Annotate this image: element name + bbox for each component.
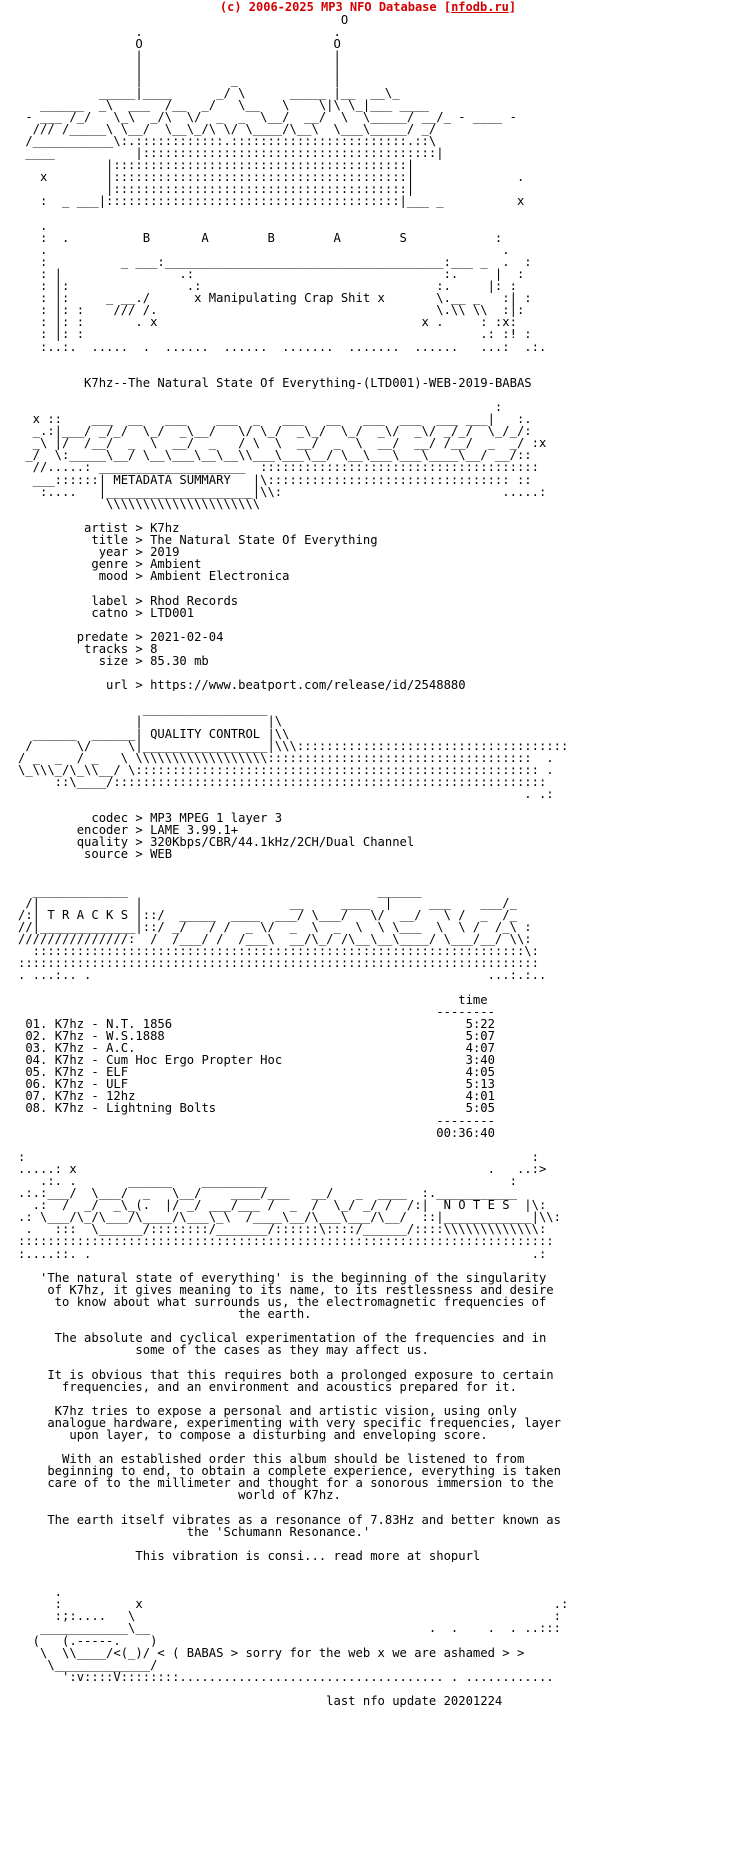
track-number: 07. xyxy=(25,1089,48,1104)
copyright-text: (c) 2006-2025 MP3 NFO Database xyxy=(219,0,437,14)
track-number: 01. xyxy=(25,1017,48,1031)
notes-paragraph: With an established order this album sho… xyxy=(47,1452,561,1503)
track-row: 04. K7hz - Cum Hoc Ergo Propter Hoc 3:40 xyxy=(18,1053,495,1067)
nfo-page: (c) 2006-2025 MP3 NFO Database [nfodb.ru… xyxy=(0,0,736,1708)
quality-line: codec > MP3 MPEG 1 layer 3 xyxy=(91,812,283,826)
notes-paragraph: The absolute and cyclical experimentatio… xyxy=(54,1331,547,1358)
track-number: 02. xyxy=(25,1028,48,1043)
site-link[interactable]: nfodb.ru xyxy=(451,0,509,14)
release-name-text: K7hz--The_Natural_State_Of_Everything-(L… xyxy=(84,376,532,389)
tracks-total-time: 00:36:40 xyxy=(18,1126,495,1139)
metadata-banner: : x :: ___ __ ___ ___ _ ___ __ ___ ___ _… xyxy=(25,401,547,510)
track-number: 05. xyxy=(25,1065,48,1080)
quality-line: source > WEB xyxy=(18,847,173,861)
track-title: K7hz - 12hz xyxy=(54,1089,136,1104)
track-row: 02. K7hz - W.S.1888 5:07 xyxy=(18,1029,495,1043)
release-name: K7hz--The_Natural_State_Of_Everything-(L… xyxy=(0,377,736,389)
site-header: (c) 2006-2025 MP3 NFO Database [nfodb.ru… xyxy=(219,0,517,14)
track-time: 5:05 xyxy=(465,1101,495,1115)
quality-line: quality > 320Kbps/CBR/44.1kHz/2CH/Dual C… xyxy=(76,835,415,850)
track-time: 4:01 xyxy=(465,1089,495,1104)
logo-ascii-art: O . . O O | | | | | xyxy=(25,14,547,353)
track-title: K7hz - ULF xyxy=(54,1077,129,1092)
notes-banner: : : .....: x . ..:> .:. . ______ _______… xyxy=(18,1150,561,1260)
track-row: 01. K7hz - N.T. 1856 5:22 xyxy=(18,1018,495,1031)
track-title: K7hz - N.T. 1856 xyxy=(54,1017,173,1031)
track-time: 4:05 xyxy=(465,1065,495,1080)
metadata-line: label > Rhod Records xyxy=(91,593,239,608)
track-number: 03. xyxy=(25,1040,48,1055)
track-row: 05. K7hz - ELF 4:05 xyxy=(18,1065,495,1079)
metadata-line: predate > 2021-02-04 xyxy=(76,629,224,644)
metadata-line: size > 85.30 mb xyxy=(98,653,209,668)
metadata-line: mood > Ambient Electronica xyxy=(98,569,290,584)
track-time: 5:07 xyxy=(465,1028,495,1043)
track-list: 01. K7hz - N.T. 1856 5:22 02. K7hz - W.S… xyxy=(0,1018,736,1115)
track-title: K7hz - Lightning Bolts xyxy=(54,1101,217,1115)
track-number: 04. xyxy=(25,1053,48,1068)
track-number: 08. xyxy=(25,1101,48,1115)
track-row: 07. K7hz - 12hz 4:01 xyxy=(18,1089,495,1103)
quality-control-summary: codec > MP3 MPEG 1 layer 3 encoder > LAM… xyxy=(0,812,736,860)
track-title: K7hz - Cum Hoc Ergo Propter Hoc xyxy=(54,1053,283,1068)
track-title: K7hz - W.S.1888 xyxy=(54,1028,165,1043)
footer-ascii-art: . : x .: :;:.... \ : ____________\__ xyxy=(32,1586,569,1683)
track-row: 06. K7hz - ULF 5:13 xyxy=(18,1077,495,1091)
tracks-time-rule: -------- xyxy=(18,1005,495,1018)
quality-control-banner: _________________ | |\ ______ ______| QU… xyxy=(18,703,569,801)
metadata-line: tracks > 8 xyxy=(84,641,158,656)
notes-paragraph: 'The natural state of everything' is the… xyxy=(40,1271,554,1322)
track-time: 3:40 xyxy=(465,1053,495,1068)
quality-line: encoder > LAME 3.99.1+ xyxy=(76,823,239,838)
metadata-summary: artist > K7hz title > The Natural State … xyxy=(0,522,736,691)
notes-paragraph: This vibration is consi... read more at … xyxy=(18,1548,481,1562)
notes-paragraph: The earth itself vibrates as a resonance… xyxy=(47,1512,561,1539)
track-time: 5:13 xyxy=(465,1077,495,1092)
track-title: K7hz - A.C. xyxy=(54,1040,136,1055)
metadata-line: year > 2019 xyxy=(98,545,180,560)
notes-paragraph: K7hz tries to expose a personal and arti… xyxy=(47,1403,561,1442)
tracks-time-header: time xyxy=(18,993,488,1006)
track-number: 06. xyxy=(25,1077,48,1092)
track-row: 08. K7hz - Lightning Bolts 5:05 xyxy=(18,1101,495,1114)
notes-paragraph: It is obvious that this requires both a … xyxy=(47,1367,554,1394)
tracks-banner: _____________ ______ /| | __ ____ | ___ … xyxy=(18,884,547,982)
metadata-line: artist > K7hz xyxy=(84,521,180,535)
tracks-total-rule: -------- xyxy=(18,1114,495,1127)
metadata-line: title > The Natural State Of Everything xyxy=(91,533,378,548)
notes-text: 'The natural state of everything' is the… xyxy=(0,1272,736,1562)
metadata-line: catno > LTD001 xyxy=(91,605,195,620)
track-title: K7hz - ELF xyxy=(54,1065,129,1080)
metadata-line: url > https://www.beatport.com/release/i… xyxy=(18,678,466,692)
track-time: 5:22 xyxy=(465,1017,495,1031)
last-nfo-update: last nfo update 20201224 xyxy=(18,1695,503,1708)
metadata-line: genre > Ambient xyxy=(91,557,202,572)
track-time: 4:07 xyxy=(465,1040,495,1055)
track-row: 03. K7hz - A.C. 4:07 xyxy=(18,1041,495,1055)
